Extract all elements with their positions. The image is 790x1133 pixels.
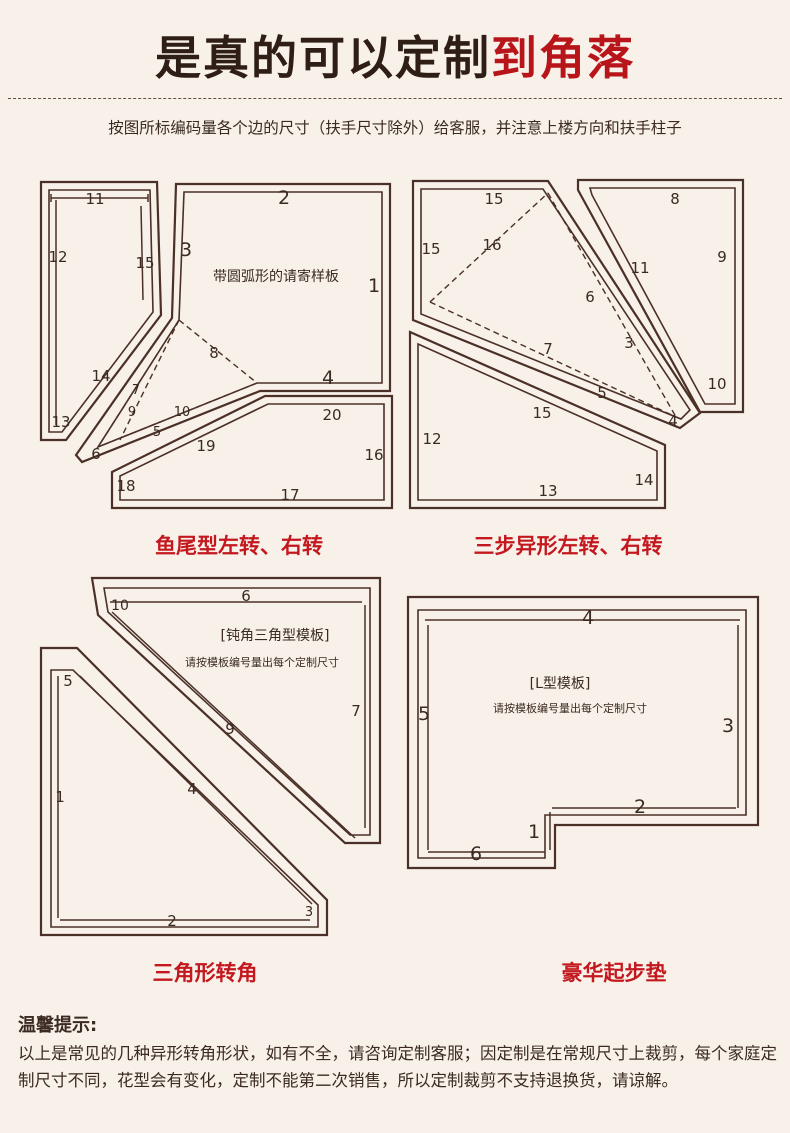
caption-three-step: 三步异形左转、右转 [473, 534, 663, 558]
luxury-label-5: 5 [418, 703, 430, 725]
fishtail-label-1: 1 [368, 275, 380, 297]
three-step-label-15a: 15 [484, 190, 503, 208]
three-step-label-7: 7 [543, 340, 553, 358]
fishtail-label-2: 2 [278, 187, 290, 209]
luxury-template-title: [L型模板] [530, 676, 591, 692]
page-title: 是真的可以定制到角落 [0, 28, 790, 88]
fishtail-label-20: 20 [322, 406, 341, 424]
fishtail-label-11: 11 [85, 190, 104, 208]
fishtail-label-10: 10 [174, 405, 191, 420]
fishtail-label-6: 6 [91, 445, 101, 463]
three-step-label-12: 12 [422, 430, 441, 448]
luxury-shape [406, 595, 760, 870]
triangle-label-1: 1 [55, 788, 65, 806]
fishtail-label-3: 3 [180, 239, 192, 261]
three-step-label-13: 13 [538, 482, 557, 500]
l-inner [417, 609, 747, 859]
three-step-label-14: 14 [634, 471, 653, 489]
fishtail-label-9: 9 [128, 405, 136, 420]
caption-luxury: 豪华起步垫 [561, 961, 667, 985]
tips-body: 以上是常见的几种异形转角形状，如有不全，请咨询定制客服；因定制是在常规尺寸上裁剪… [18, 1044, 777, 1090]
luxury-label-4: 4 [582, 607, 594, 629]
three-step-label-9: 9 [717, 248, 727, 266]
three-step-label-10: 10 [707, 375, 726, 393]
three-step-right-inner [588, 187, 736, 405]
fishtail-left-outer [39, 180, 163, 442]
three-step-label-8: 8 [670, 190, 680, 208]
fishtail-label-14: 14 [91, 367, 110, 385]
subtitle: 按图所标编码量各个边的尺寸（扶手尺寸除外）给客服，并注意上楼方向和扶手柱子 [108, 119, 682, 137]
luxury-label-6: 6 [470, 843, 482, 865]
luxury-label-3: 3 [722, 715, 734, 737]
triangle-label-9: 9 [225, 720, 235, 738]
three-step-label-16: 16 [482, 236, 501, 254]
three-step-label-3: 3 [624, 334, 634, 352]
triangle-label-2: 2 [167, 912, 177, 930]
fishtail-shape [39, 180, 394, 510]
fishtail-bottom-inner [119, 403, 385, 501]
title-part1: 是真的可以定制 [155, 31, 491, 85]
fishtail-top-outer [74, 182, 392, 464]
three-step-label-15b: 15 [421, 240, 440, 258]
three-step-label-5: 5 [597, 384, 607, 402]
fishtail-label-16: 16 [364, 446, 383, 464]
obtuse-outer [90, 576, 382, 845]
fishtail-note: 带圆弧形的请寄样板 [213, 268, 339, 285]
three-step-label-6: 6 [585, 288, 595, 306]
triangle-label-5: 5 [63, 672, 73, 690]
fishtail-label-17: 17 [280, 486, 299, 504]
luxury-template-note: 请按模板编号量出每个定制尺寸 [493, 701, 647, 715]
three-step-label-11: 11 [630, 259, 649, 277]
divider [8, 98, 782, 99]
fishtail-label-8: 8 [209, 344, 219, 362]
fishtail-left-inner [48, 189, 154, 433]
triangle-label-4: 4 [187, 780, 197, 798]
three-step-shape [408, 178, 745, 510]
fishtail-bottom-outer [110, 394, 394, 510]
right-triangle-inner [50, 669, 319, 928]
triangle-label-6: 6 [241, 587, 251, 605]
triangle-label-3: 3 [305, 905, 313, 920]
three-step-top-inner [420, 188, 692, 420]
three-step-bottom-outer [408, 330, 667, 510]
three-step-right-outer [576, 178, 745, 414]
fishtail-label-19: 19 [196, 437, 215, 455]
luxury-label-1: 1 [528, 821, 540, 843]
title-part2: 到角落 [491, 31, 635, 85]
caption-triangle: 三角形转角 [152, 961, 258, 985]
triangle-label-10: 10 [111, 598, 129, 614]
triangle-shape [39, 576, 382, 937]
triangle-template-note: 请按模板编号量出每个定制尺寸 [185, 655, 339, 669]
three-step-label-4: 4 [668, 412, 678, 430]
l-outer [406, 595, 760, 870]
triangle-template-title: [钝角三角型模板] [221, 628, 330, 644]
luxury-label-2: 2 [634, 796, 646, 818]
three-step-label-15c: 15 [532, 404, 551, 422]
fishtail-label-5: 5 [153, 425, 161, 440]
fishtail-label-18: 18 [116, 477, 135, 495]
fishtail-label-4: 4 [322, 367, 334, 389]
three-step-bottom-inner [417, 342, 658, 501]
right-triangle-outer [39, 646, 329, 937]
fishtail-label-7: 7 [132, 383, 140, 398]
fishtail-label-12: 12 [48, 248, 67, 266]
triangle-label-7: 7 [351, 702, 361, 720]
three-step-top-outer [411, 179, 702, 430]
fishtail-label-15: 15 [135, 254, 154, 272]
caption-fishtail: 鱼尾型左转、右转 [155, 534, 323, 558]
obtuse-inner [103, 587, 371, 836]
tips-title: 温馨提示: [18, 1015, 98, 1036]
fishtail-label-13: 13 [51, 413, 70, 431]
